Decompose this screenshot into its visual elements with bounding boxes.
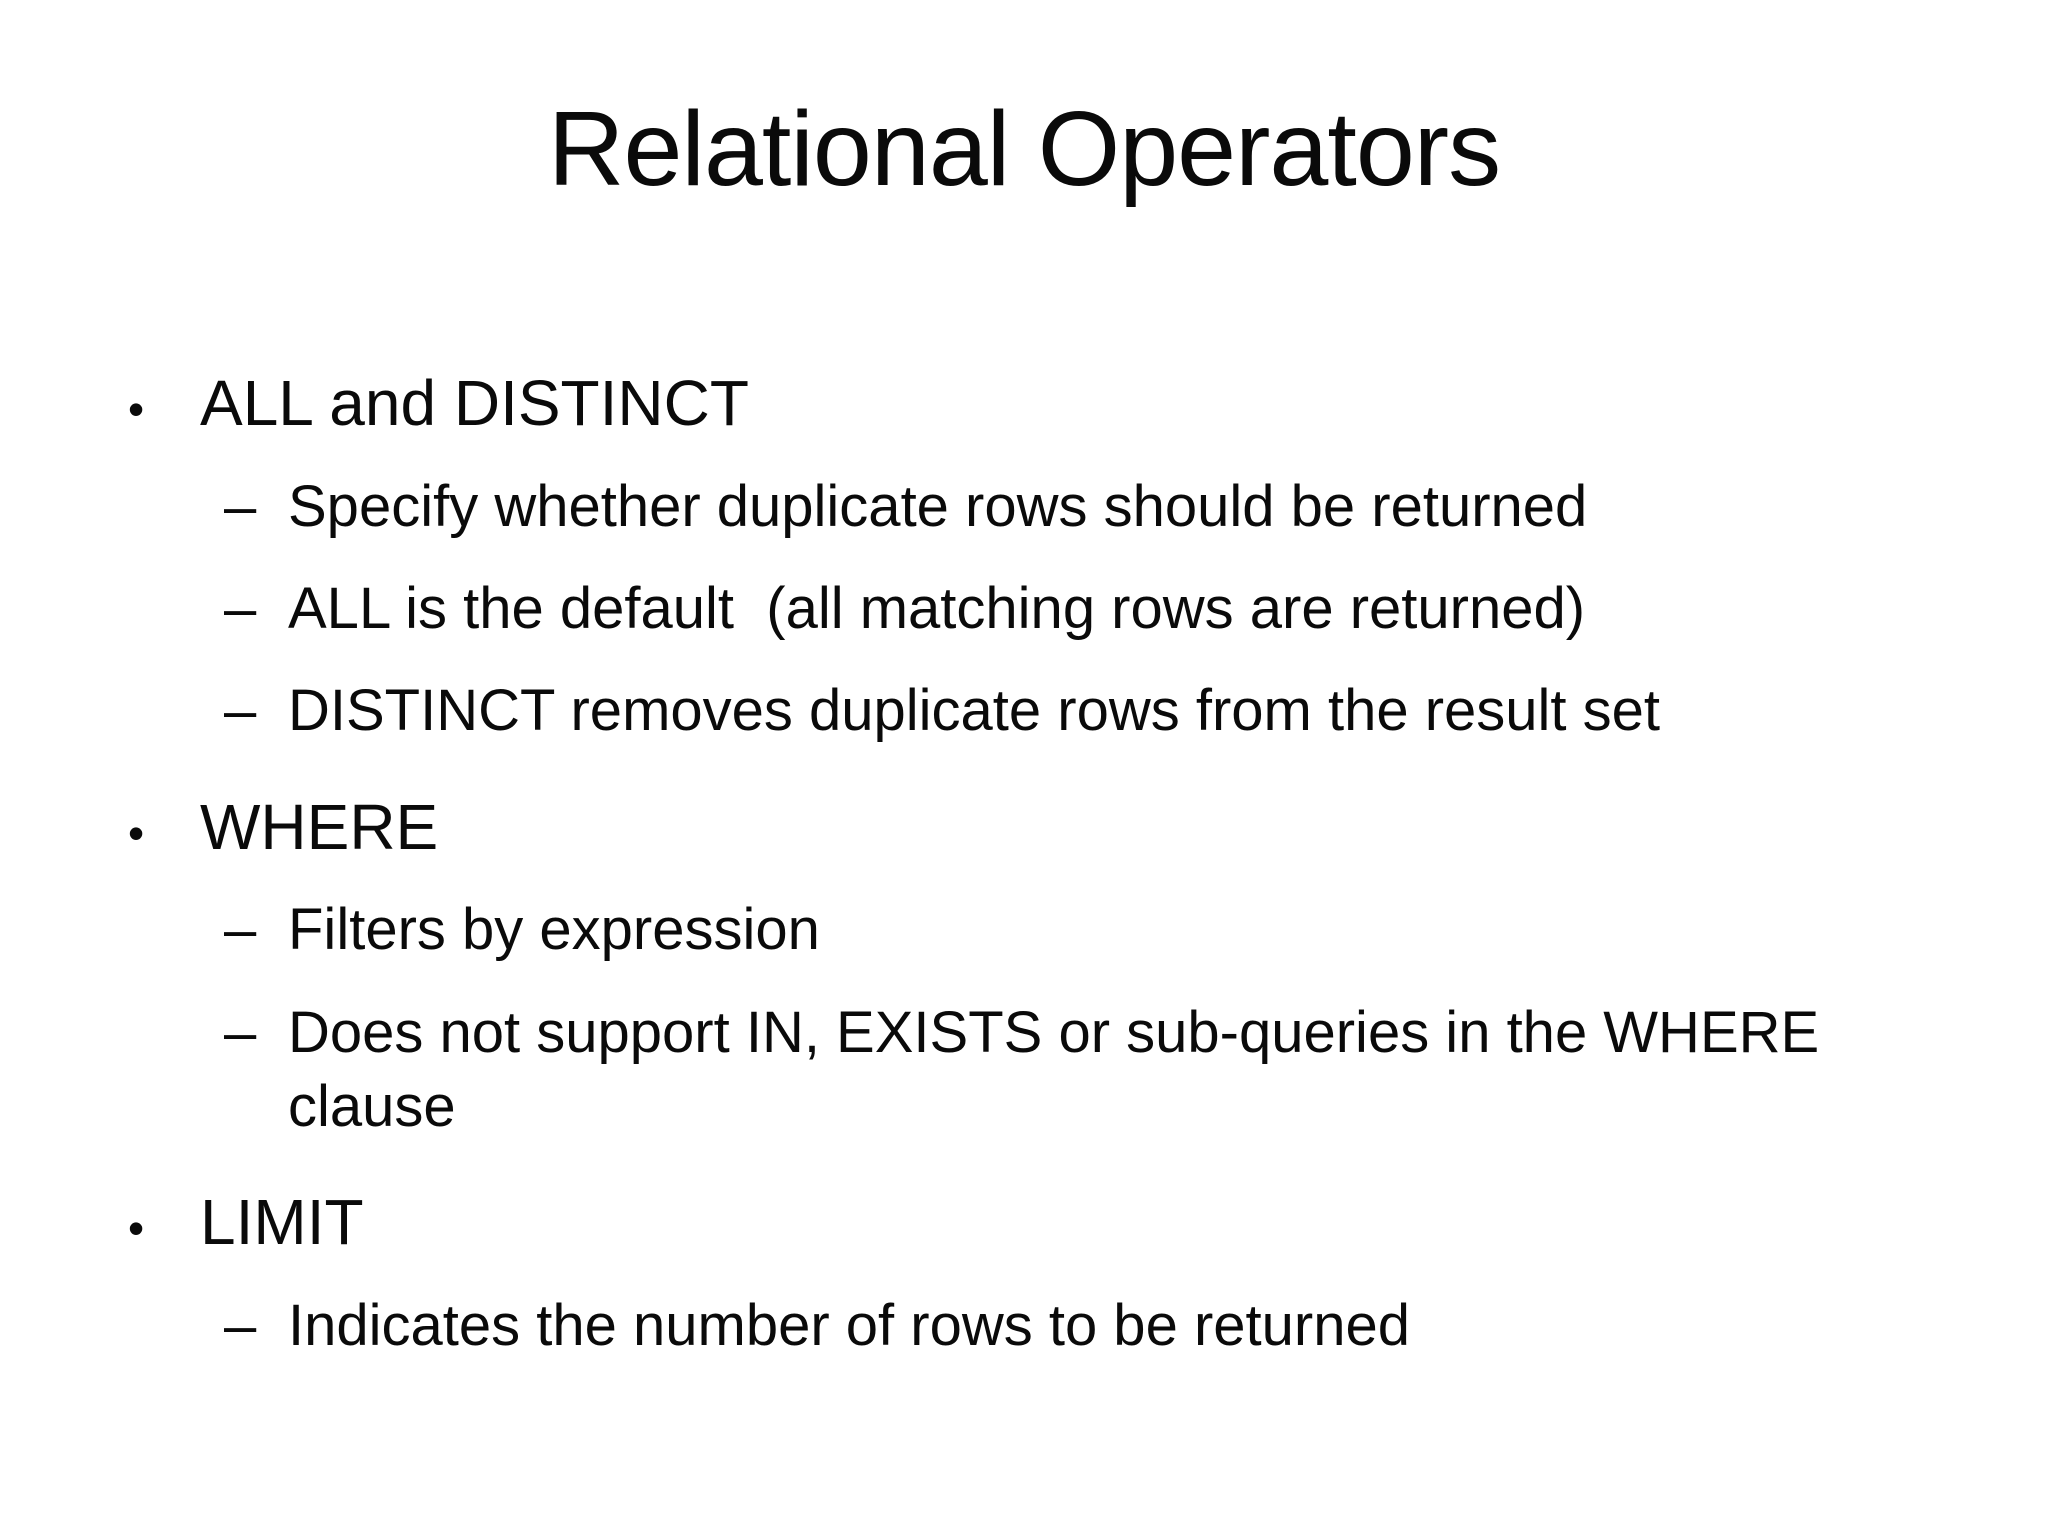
sub-bullet-text: Does not support IN, EXISTS or sub-queri… — [288, 999, 1836, 1139]
bullet-item-limit: • LIMIT — [128, 1184, 1988, 1261]
dash-marker-icon: – — [224, 473, 257, 539]
sub-bullet-text: Indicates the number of rows to be retur… — [288, 1292, 1410, 1358]
slide-title: Relational Operators — [547, 90, 1501, 208]
bullet-item-where: • WHERE — [128, 789, 1988, 866]
sub-bullet-text: DISTINCT removes duplicate rows from the… — [288, 678, 1661, 744]
sub-bullet-item: – Indicates the number of rows to be ret… — [224, 1289, 1988, 1363]
dash-marker-icon: – — [224, 1292, 257, 1358]
bullet-dot-icon: • — [128, 1202, 145, 1255]
dash-marker-icon: – — [224, 897, 257, 963]
bullet-dot-icon: • — [128, 806, 145, 859]
sub-bullet-item: – DISTINCT removes duplicate rows from t… — [224, 674, 1988, 748]
dash-marker-icon: – — [224, 999, 257, 1065]
bullet-item-all-and-distinct: • ALL and DISTINCT — [128, 365, 1988, 442]
bullet-label: LIMIT — [200, 1186, 364, 1259]
bullet-dot-icon: • — [128, 383, 145, 436]
bullet-label: WHERE — [200, 790, 439, 863]
sub-bullet-item: – Specify whether duplicate rows should … — [224, 470, 1988, 544]
sub-bullet-item: – Does not support IN, EXISTS or sub-que… — [224, 996, 1988, 1144]
sub-bullet-text: ALL is the default (all matching rows ar… — [288, 576, 1586, 642]
sub-bullet-item: – ALL is the default (all matching rows … — [224, 572, 1988, 646]
sub-bullet-item: – Filters by expression — [224, 893, 1988, 967]
bullet-label: ALL and DISTINCT — [200, 367, 749, 440]
dash-marker-icon: – — [224, 678, 257, 744]
bullet-list: • ALL and DISTINCT – Specify whether dup… — [0, 213, 2048, 1363]
sub-bullet-text: Specify whether duplicate rows should be… — [288, 473, 1588, 539]
sub-bullet-text: Filters by expression — [288, 897, 820, 963]
dash-marker-icon: – — [224, 576, 257, 642]
